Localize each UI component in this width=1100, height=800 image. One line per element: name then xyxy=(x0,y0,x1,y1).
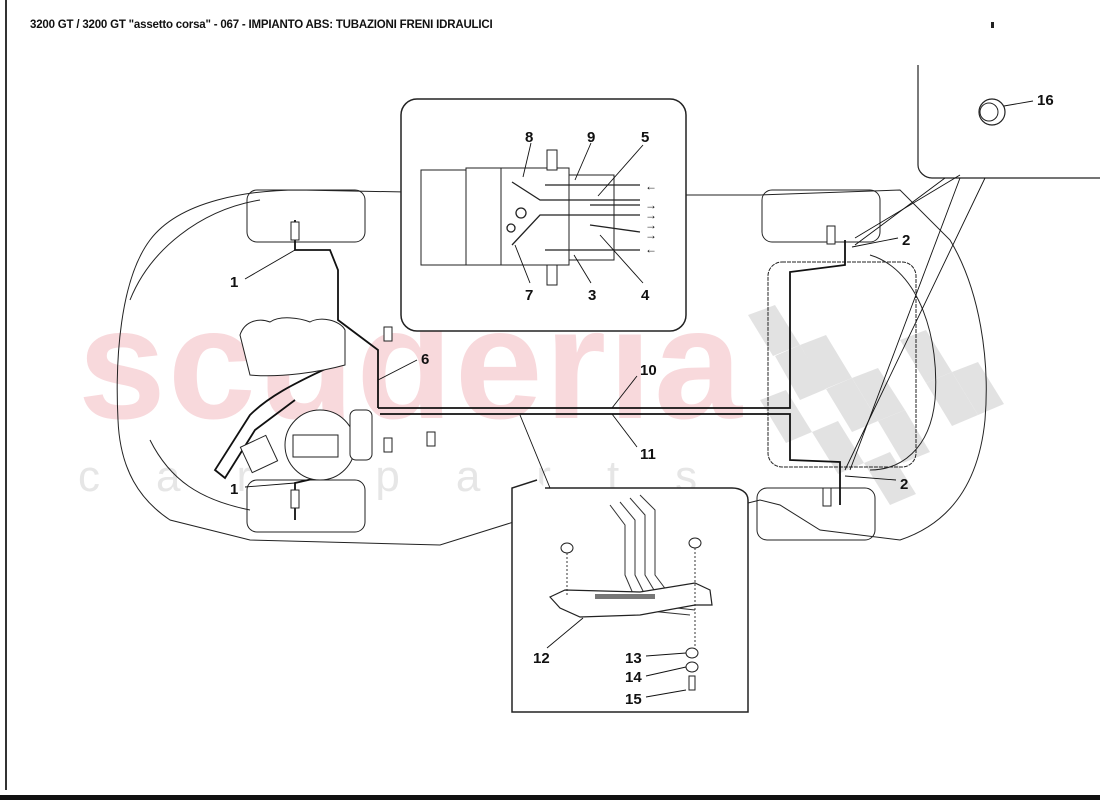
page-title: 3200 GT / 3200 GT "assetto corsa" - 067 … xyxy=(30,19,493,31)
callout-6: 6 xyxy=(421,351,430,368)
callout-7: 7 xyxy=(525,287,534,304)
callout-5: 5 xyxy=(641,129,650,146)
svg-text:←: ← xyxy=(645,179,657,193)
callout-10: 10 xyxy=(640,362,657,379)
callout-16: 16 xyxy=(1037,92,1054,109)
brake-pipe-1-front-upper xyxy=(294,220,379,408)
callout-9: 9 xyxy=(587,129,596,146)
callout-1-front-lower: 1 xyxy=(230,481,239,498)
brake-pipe-10 xyxy=(378,240,846,409)
flow-arrows: ← → → → → ← xyxy=(645,179,657,256)
callout-2-rear-lower: 2 xyxy=(900,476,909,493)
callout-8: 8 xyxy=(525,129,534,146)
callout-3: 3 xyxy=(588,287,597,304)
car-body-outline xyxy=(116,189,987,546)
callout-11: 11 xyxy=(640,446,656,463)
callout-4: 4 xyxy=(641,287,650,304)
page-bottom-border xyxy=(0,795,1100,800)
svg-text:→: → xyxy=(645,198,657,212)
brake-pipe-11 xyxy=(380,413,841,505)
svg-text:→: → xyxy=(645,218,657,232)
callout-1-front-upper: 1 xyxy=(230,274,239,291)
grommet-inset xyxy=(917,65,1100,179)
callout-13: 13 xyxy=(625,650,642,667)
svg-text:←: ← xyxy=(645,242,657,256)
callout-12: 12 xyxy=(533,650,550,667)
svg-text:→: → xyxy=(645,208,657,222)
page-left-border xyxy=(5,0,7,790)
stray-mark xyxy=(991,22,994,28)
abs-modulator-inset: ← → → → → ← xyxy=(400,98,687,332)
callout-14: 14 xyxy=(625,669,642,686)
callout-15: 15 xyxy=(625,691,642,708)
svg-text:→: → xyxy=(645,228,657,242)
callout-2-rear-upper: 2 xyxy=(902,232,911,249)
pipe-bracket-inset xyxy=(511,479,749,713)
